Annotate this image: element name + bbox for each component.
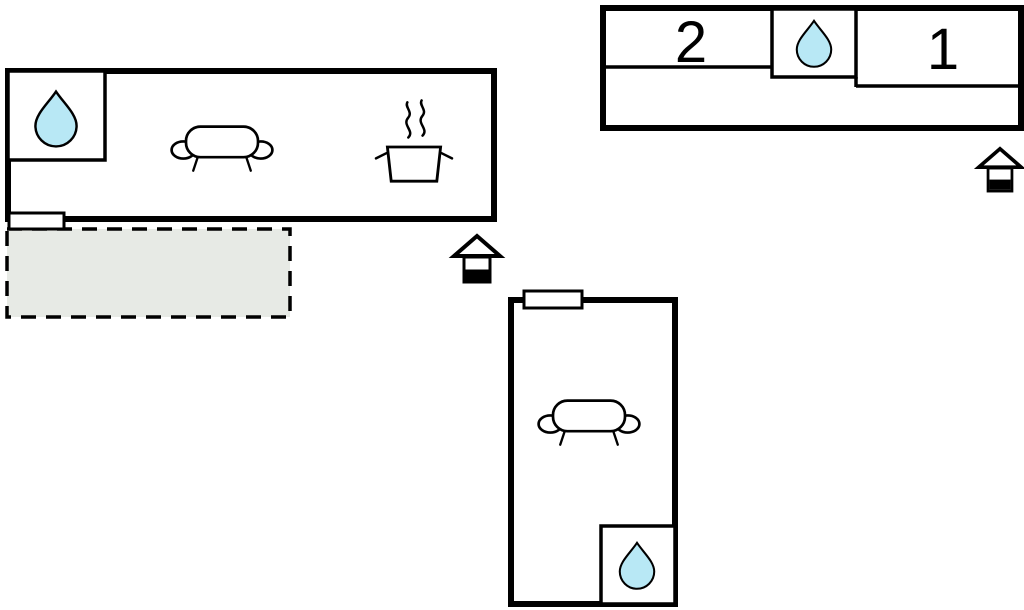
room-bedrooms: 2 1 — [600, 5, 1024, 131]
terrace-area — [5, 227, 292, 319]
entrance-icon — [977, 146, 1023, 193]
window-marker — [522, 289, 584, 310]
room-2-label: 2 — [675, 10, 707, 75]
room-living-kitchen — [5, 68, 497, 231]
room-annex — [508, 289, 678, 607]
room-1-label: 1 — [927, 17, 959, 82]
window-marker — [7, 211, 66, 231]
entrance-icon — [452, 234, 502, 284]
